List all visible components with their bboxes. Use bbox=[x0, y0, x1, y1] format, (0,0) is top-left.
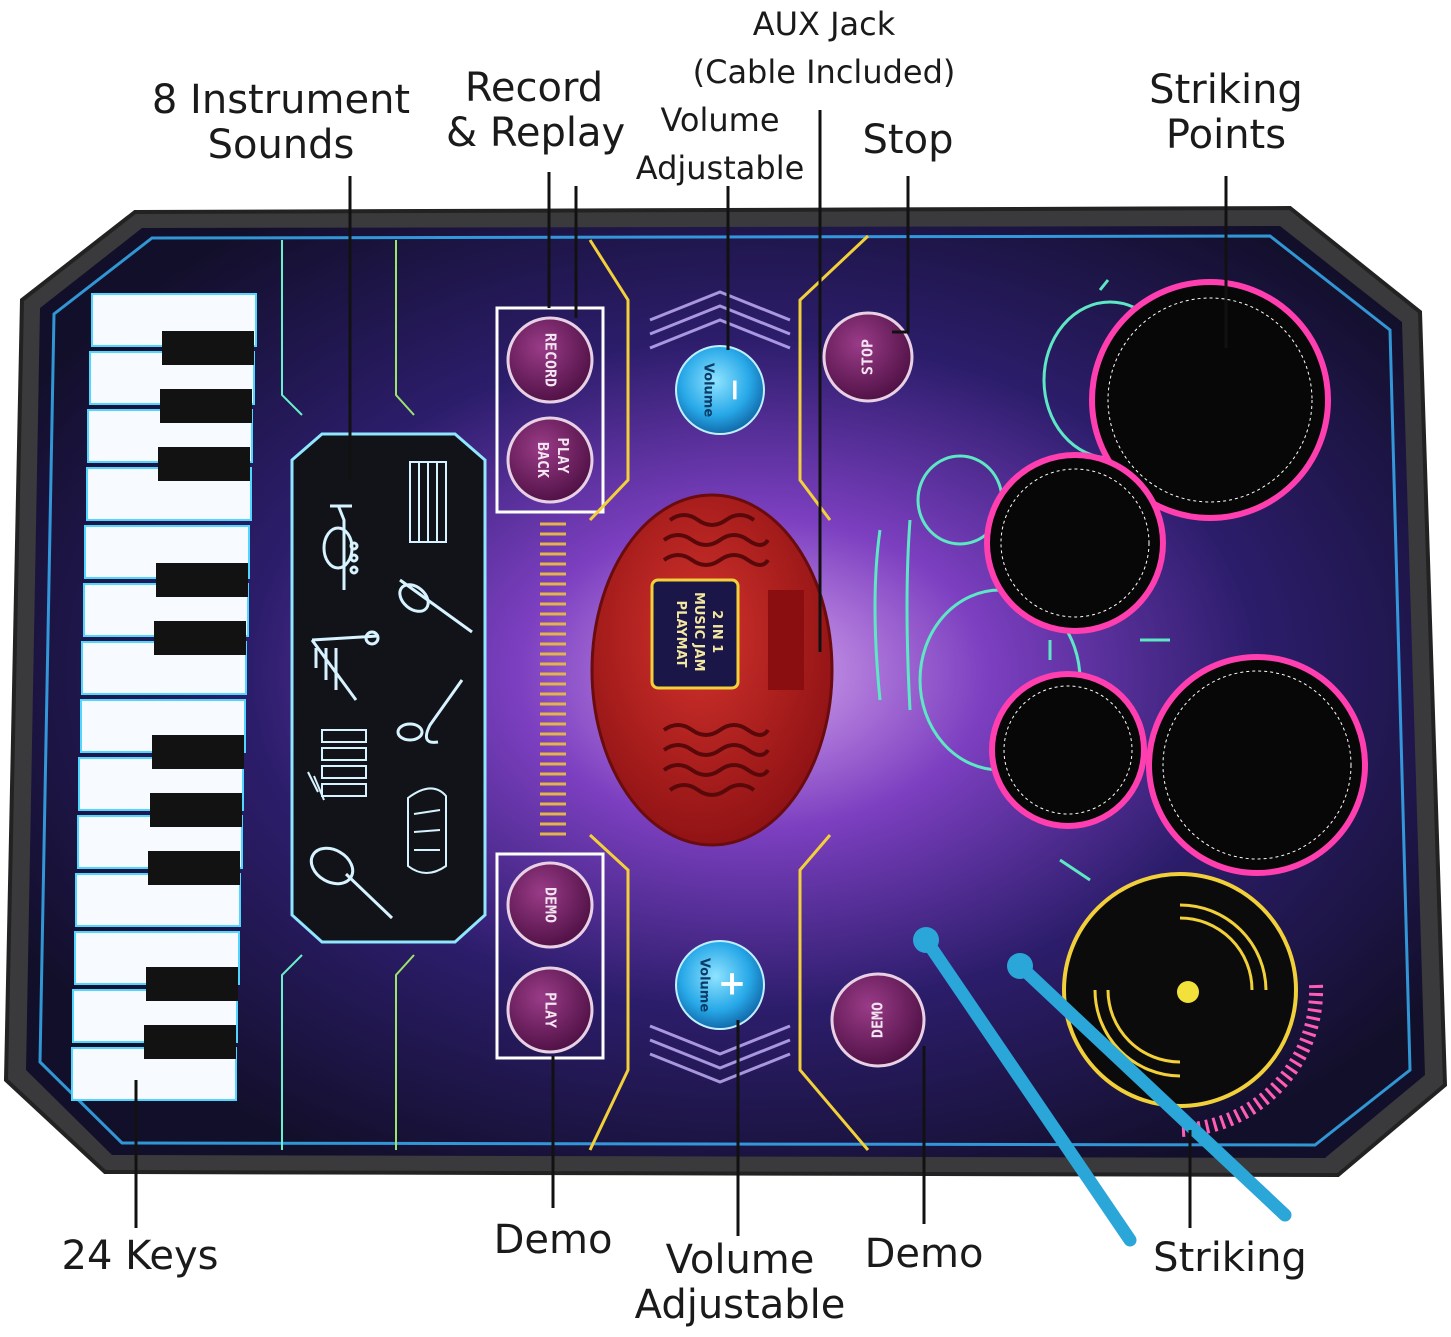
stop-button[interactable]: STOP bbox=[822, 311, 914, 403]
play-back-label-line1: PLAY bbox=[554, 437, 572, 473]
callout-lines bbox=[134, 110, 1228, 1236]
play-back-button[interactable]: PLAY BACK bbox=[506, 416, 594, 504]
violin-icon[interactable] bbox=[395, 578, 473, 634]
callout-demo-right-text: Demo bbox=[864, 1231, 984, 1277]
record-button[interactable]: RECORD bbox=[506, 316, 594, 404]
cymbal-pad[interactable] bbox=[1062, 872, 1324, 1137]
svg-text:PLAY BACK: PLAY BACK bbox=[534, 437, 572, 482]
callout-volume-top: Volume Adjustable bbox=[630, 96, 810, 192]
volume-plus-button[interactable]: Volume + bbox=[675, 940, 765, 1030]
play-button-label: PLAY bbox=[542, 992, 560, 1028]
record-button-label: RECORD bbox=[542, 333, 560, 387]
xylophone-icon[interactable] bbox=[307, 729, 367, 801]
badge-line1: 2 IN 1 bbox=[709, 610, 724, 653]
demo-left-button-label: DEMO bbox=[542, 887, 560, 923]
demo-right-button[interactable]: DEMO bbox=[830, 972, 926, 1068]
callout-stop: Stop bbox=[848, 118, 968, 163]
piano-icon[interactable] bbox=[409, 461, 447, 543]
callout-volume-top-line1: Volume bbox=[660, 101, 780, 139]
callout-record-line1: Record bbox=[464, 65, 604, 111]
play-back-label-line2: BACK bbox=[534, 442, 552, 478]
callout-volume-bottom-line1: Volume bbox=[665, 1237, 815, 1283]
callout-instrument-line1: 8 Instrument bbox=[151, 77, 411, 123]
volume-minus-label: Volume bbox=[701, 363, 716, 418]
drum-pad-3[interactable] bbox=[989, 671, 1147, 829]
callout-demo-left: Demo bbox=[486, 1218, 620, 1263]
callout-stop-text: Stop bbox=[862, 117, 954, 163]
harp-icon[interactable] bbox=[310, 630, 380, 701]
callout-instrument-sounds: 8 Instrument Sounds bbox=[150, 78, 412, 168]
plus-icon: + bbox=[718, 964, 747, 1004]
accordion-icon[interactable] bbox=[407, 787, 447, 874]
callout-striking-points: Striking Points bbox=[1140, 68, 1312, 158]
piano-keyboard[interactable] bbox=[71, 293, 257, 1101]
callout-striking-points-line1: Striking bbox=[1149, 67, 1303, 113]
volume-plus-label: Volume bbox=[697, 958, 712, 1013]
callout-keys-text: 24 Keys bbox=[61, 1233, 219, 1279]
minus-icon: − bbox=[718, 377, 753, 402]
callout-24-keys: 24 Keys bbox=[56, 1234, 224, 1279]
drum-pad-4[interactable] bbox=[1146, 654, 1368, 876]
callout-striking-text: Striking bbox=[1153, 1235, 1307, 1281]
demo-play-panel bbox=[495, 852, 605, 1060]
callout-demo-left-text: Demo bbox=[493, 1217, 613, 1263]
callout-aux-line1: AUX Jack bbox=[752, 5, 896, 43]
callout-volume-bottom-line2: Adjustable bbox=[634, 1281, 846, 1328]
callout-record-line2: & Replay bbox=[446, 109, 626, 156]
aux-jack[interactable] bbox=[768, 590, 804, 690]
callout-striking: Striking bbox=[1146, 1236, 1314, 1281]
play-button[interactable]: PLAY bbox=[506, 966, 594, 1054]
trumpet-icon[interactable] bbox=[322, 504, 359, 590]
callout-striking-points-line2: Points bbox=[1165, 111, 1287, 158]
callout-aux-line2: (Cable Included) bbox=[692, 53, 956, 91]
speaker: 2 IN 1 MUSIC JAM PLAYMAT bbox=[590, 493, 834, 847]
callout-demo-right: Demo bbox=[858, 1232, 990, 1277]
guitar-icon[interactable] bbox=[305, 841, 394, 920]
badge-line3: PLAYMAT bbox=[673, 601, 688, 668]
svg-text:2 IN 1 MUSIC JAM P: 2 IN 1 MUSIC JAM PLAYMAT bbox=[673, 592, 724, 676]
callout-aux-jack: AUX Jack (Cable Included) bbox=[690, 0, 958, 96]
saxophone-icon[interactable] bbox=[396, 679, 464, 744]
callout-volume-bottom: Volume Adjustable bbox=[630, 1238, 850, 1328]
demo-left-button[interactable]: DEMO bbox=[506, 861, 594, 949]
drum-pad-1[interactable] bbox=[1089, 279, 1331, 521]
demo-right-button-label: DEMO bbox=[869, 1002, 887, 1038]
callout-record-replay: Record & Replay bbox=[446, 65, 626, 156]
callout-instrument-line2: Sounds bbox=[207, 121, 355, 168]
drumsticks[interactable] bbox=[913, 927, 1292, 1247]
volume-minus-button[interactable]: Volume − bbox=[675, 345, 765, 435]
equalizer-strip bbox=[540, 522, 566, 836]
stop-button-label: STOP bbox=[859, 339, 877, 375]
callout-volume-top-line2: Adjustable bbox=[635, 149, 805, 187]
drum-pad-2[interactable] bbox=[984, 452, 1166, 634]
badge-line2: MUSIC JAM bbox=[691, 592, 706, 672]
instrument-panel bbox=[281, 240, 487, 1150]
